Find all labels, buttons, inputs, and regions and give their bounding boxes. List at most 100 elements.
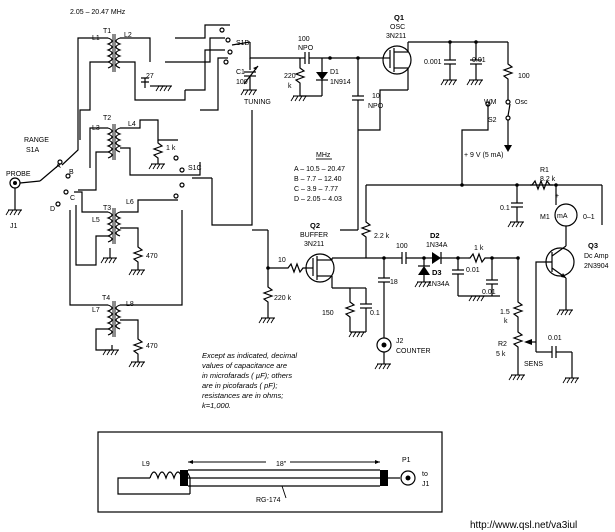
note-line-6: k=1,000. xyxy=(202,401,231,410)
range-b-label: B – 7.7 – 12.40 xyxy=(294,176,342,183)
p1-label: P1 xyxy=(402,457,411,464)
vsupply-label: + 9 V (5 mA) xyxy=(464,152,503,159)
r220k-top-label: 220 xyxy=(284,73,296,80)
freq-range-label: 2.05 – 20.47 MHz xyxy=(70,9,126,16)
p1-connector[interactable] xyxy=(400,470,416,486)
l4-label: L4 xyxy=(128,121,136,128)
c01b-label: 0.1 xyxy=(370,310,380,317)
counter-label: COUNTER xyxy=(396,348,431,355)
c001-label: 0.01 xyxy=(472,57,486,64)
c100-label: 100 xyxy=(298,36,310,43)
length-label: 18" xyxy=(276,461,287,468)
c10-label: 10 xyxy=(372,93,380,100)
pos-c-label: C xyxy=(70,195,75,202)
q3-fn-label: Dc Amp xyxy=(584,253,609,260)
s1a-label: S1A xyxy=(26,147,40,154)
r150-label: 150 xyxy=(322,310,334,317)
q2-type-label: 3N211 xyxy=(304,241,324,248)
q2-label: Q2 xyxy=(310,221,320,230)
range-d-label: D – 2.05 – 4.03 xyxy=(294,196,342,203)
to-j1-label: J1 xyxy=(422,481,430,488)
r1-val-label: 8.2 k xyxy=(540,176,556,183)
note-line-5: resistances are in ohms; xyxy=(202,391,283,400)
r15k-k-label: k xyxy=(504,318,508,325)
pos-d-label: D xyxy=(50,206,55,213)
r2-label: R2 xyxy=(498,341,507,348)
t1-label: T1 xyxy=(103,28,111,35)
pos-b-label: B xyxy=(69,169,74,176)
c001c-label: 0.01 xyxy=(548,335,562,342)
sens-label: SENS xyxy=(524,361,543,368)
note-line-2: values of capacitance are xyxy=(202,361,287,370)
q1-fn-label: OSC xyxy=(390,24,405,31)
q3-label: Q3 xyxy=(588,241,598,250)
q1-transistor xyxy=(380,42,412,90)
s1b-label: S1B xyxy=(236,40,250,47)
note-line-1: Except as indicated, decimal xyxy=(202,351,297,360)
r1k-label: 1 k xyxy=(474,245,484,252)
npo-label: NPO xyxy=(298,45,314,52)
l6-label: L6 xyxy=(126,199,134,206)
t3-label: T3 xyxy=(103,205,111,212)
r220k-top-k-label: k xyxy=(288,83,292,90)
r220k-label: 220 k xyxy=(274,295,292,302)
r15k-label: 1.5 xyxy=(500,309,510,316)
d1-label: D1 xyxy=(330,69,339,76)
range-label: RANGE xyxy=(24,137,49,144)
c100b-label: 100 xyxy=(396,243,408,250)
probe-label: PROBE xyxy=(6,171,31,178)
npo2-label: NPO xyxy=(368,103,384,110)
c0001-label: 0.001 xyxy=(424,59,442,66)
c01-label: 0.1 xyxy=(500,205,510,212)
l9-label: L9 xyxy=(142,461,150,468)
c1-val-label: 100 xyxy=(236,79,248,86)
r10-label: 10 xyxy=(278,257,286,264)
s2-label: S2 xyxy=(488,117,497,124)
to-label: to xyxy=(422,471,428,478)
d2-label: D2 xyxy=(430,231,440,240)
coil-t2 xyxy=(106,124,122,160)
osc-label: Osc xyxy=(515,99,528,106)
note-line-4: are in picofarads ( pF); xyxy=(202,381,277,390)
ma-label: mA xyxy=(557,213,568,220)
q3-type-label: 2N3904 xyxy=(584,263,609,270)
t4-label: T4 xyxy=(102,295,110,302)
rg174-label: RG-174 xyxy=(256,497,281,504)
r470b-label: 470 xyxy=(146,343,158,350)
range-a-label: A – 10.5 – 20.47 xyxy=(294,166,345,173)
r1k-l4-label: 1 k xyxy=(166,145,176,152)
wm-label: WM xyxy=(484,99,497,106)
r22k-label: 2.2 k xyxy=(374,233,390,240)
l5-label: L5 xyxy=(92,217,100,224)
d3-type-label: 1N34A xyxy=(428,281,450,288)
r100-label: 100 xyxy=(518,73,530,80)
component-notes: Except as indicated, decimal values of c… xyxy=(202,351,297,410)
j1-label: J1 xyxy=(10,223,18,230)
m1-scale-label: 0–1 xyxy=(583,214,595,221)
m1-label: M1 xyxy=(540,214,550,221)
l2-label: L2 xyxy=(124,32,132,39)
c001a-label: 0.01 xyxy=(466,267,480,274)
mhz-label: MHz xyxy=(316,152,331,159)
q2-transistor xyxy=(305,253,335,288)
plus-label: + xyxy=(555,193,559,200)
t2-label: T2 xyxy=(103,115,111,122)
r470a-label: 470 xyxy=(146,253,158,260)
l7-label: L7 xyxy=(92,307,100,314)
c27-label: 27 xyxy=(146,73,154,80)
q2-fn-label: BUFFER xyxy=(300,232,328,239)
c18-label: 18 xyxy=(390,279,398,286)
coil-t4 xyxy=(106,301,122,337)
probe-assembly-box xyxy=(97,431,443,513)
j2-label: J2 xyxy=(396,338,404,345)
q1-label: Q1 xyxy=(394,13,404,22)
note-line-3: in microfarads ( µF); others xyxy=(202,371,292,380)
c1-label: C1 xyxy=(236,69,245,76)
range-c-label: C – 3.9 – 7.77 xyxy=(294,186,338,193)
d2-type-label: 1N34A xyxy=(426,242,448,249)
coil-t3 xyxy=(106,208,122,244)
tuning-label: TUNING xyxy=(244,99,271,106)
r2-val-label: 5 k xyxy=(496,351,506,358)
